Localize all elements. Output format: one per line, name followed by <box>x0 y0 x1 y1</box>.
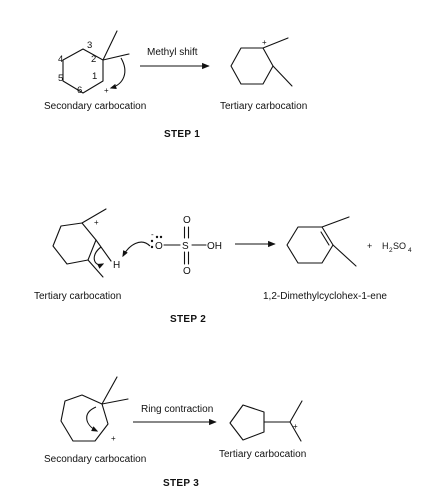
cyclohexane-ring <box>60 394 109 442</box>
formula-so: SO <box>393 241 406 251</box>
anion-charge: - <box>151 230 154 239</box>
lone-pair-dot <box>150 239 154 243</box>
ring-number-6: 6 <box>77 85 82 96</box>
cyclohexene-ring <box>286 226 334 264</box>
ring-number-5: 5 <box>58 73 63 84</box>
oxo-oxygen-top: O <box>183 215 191 226</box>
methyl-bond-bottom <box>332 244 357 267</box>
step3-title: STEP 3 <box>163 478 199 489</box>
carbocation-charge: + <box>104 86 109 95</box>
ring-number-2: 2 <box>91 54 96 65</box>
ring-number-4: 4 <box>58 54 63 65</box>
oxygen-anion: O <box>155 241 163 252</box>
methyl-bond-up <box>289 400 303 423</box>
methyl-bond-right <box>102 53 130 61</box>
electron-push-arrow-ch <box>93 246 105 269</box>
carbocation-charge: + <box>94 218 99 227</box>
methyl-bond-top <box>81 208 107 224</box>
hydrogen-atom: H <box>113 260 120 271</box>
methyl-bond-top <box>321 216 350 228</box>
lone-pair-dot <box>150 245 154 249</box>
electron-push-arrow-base <box>122 241 151 258</box>
step3-product-molecule: + <box>229 400 303 442</box>
step2-reactant-molecule: + H <box>52 208 120 278</box>
cyclohexane-ring <box>230 47 274 85</box>
methyl-bond-down <box>289 421 302 442</box>
carbocation-charge: + <box>262 38 267 47</box>
step3-product-label: Tertiary carbocation <box>219 449 306 460</box>
ring-double-bond-inner <box>320 231 330 246</box>
cyclohexane-ring <box>52 222 97 265</box>
formula-sub-2: 2 <box>389 247 393 254</box>
bisulfate-anion: - O S OH O O <box>122 215 222 277</box>
c-h-bond <box>95 239 112 262</box>
oxo-oxygen-bottom: O <box>183 266 191 277</box>
step1-title: STEP 1 <box>164 129 200 140</box>
step2-reactant-label: Tertiary carbocation <box>34 291 121 302</box>
formula-h: H <box>382 241 389 251</box>
step1-arrow-label: Methyl shift <box>147 47 198 58</box>
carbocation-charge: + <box>111 434 116 443</box>
ring-number-3: 3 <box>87 40 92 51</box>
carbocation-charge: + <box>293 422 298 431</box>
methyl-bond-up <box>102 30 118 61</box>
step3-arrow-label: Ring contraction <box>141 404 213 415</box>
methyl-bond-bottom <box>87 259 104 278</box>
step1-reactant-molecule: 3 2 4 5 1 6 + <box>58 30 130 96</box>
plus-sign: + <box>367 241 372 251</box>
sulfuric-acid-formula: H 2 SO 4 <box>382 241 412 254</box>
step3-reactant-molecule: + <box>60 376 129 443</box>
step1-reactant-label: Secondary carbocation <box>44 101 146 112</box>
formula-sub-4: 4 <box>408 247 412 254</box>
sulfur-atom: S <box>182 241 189 252</box>
ring-number-1: 1 <box>92 71 97 82</box>
step2-product-molecule <box>286 216 357 267</box>
step3-reactant-label: Secondary carbocation <box>44 454 146 465</box>
lone-pair-dot <box>155 235 159 239</box>
step2-title: STEP 2 <box>170 314 206 325</box>
methyl-bond-top <box>262 37 289 49</box>
step1-product-molecule: + <box>230 37 293 87</box>
ring-contraction-curved-arrow <box>86 406 99 432</box>
step1-product-label: Tertiary carbocation <box>220 101 307 112</box>
methyl-shift-curved-arrow <box>109 57 126 89</box>
cyclopentane-ring <box>229 404 265 441</box>
methyl-bond-right <box>101 398 129 405</box>
methyl-bond-bottom <box>272 65 293 87</box>
step2-product-label: 1,2-Dimethylcyclohex-1-ene <box>263 291 387 302</box>
hydroxyl-group: OH <box>207 241 222 252</box>
lone-pair-dot <box>159 235 163 239</box>
methyl-bond-up <box>101 376 118 405</box>
